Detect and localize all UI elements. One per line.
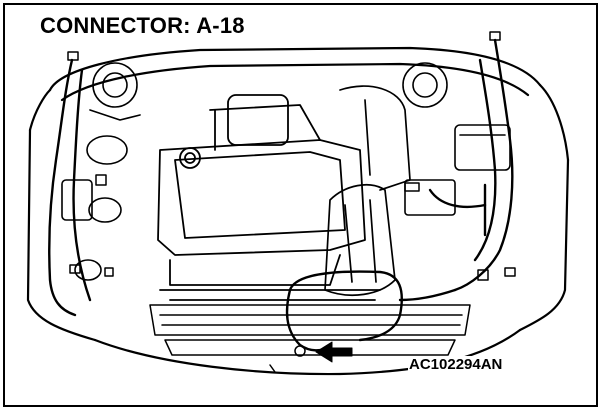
body-outline: [26, 46, 570, 376]
connectors: [67, 31, 516, 373]
diagram-title: CONNECTOR: A-18: [38, 13, 247, 39]
right-strut-parts: [402, 62, 511, 216]
left-strut-parts: [61, 62, 141, 281]
figure-code: AC102294AN: [408, 356, 504, 373]
wiring-harness: [48, 38, 514, 352]
pointer-arrow: [315, 341, 353, 363]
engine-block: [157, 94, 381, 301]
grille: [149, 304, 471, 356]
